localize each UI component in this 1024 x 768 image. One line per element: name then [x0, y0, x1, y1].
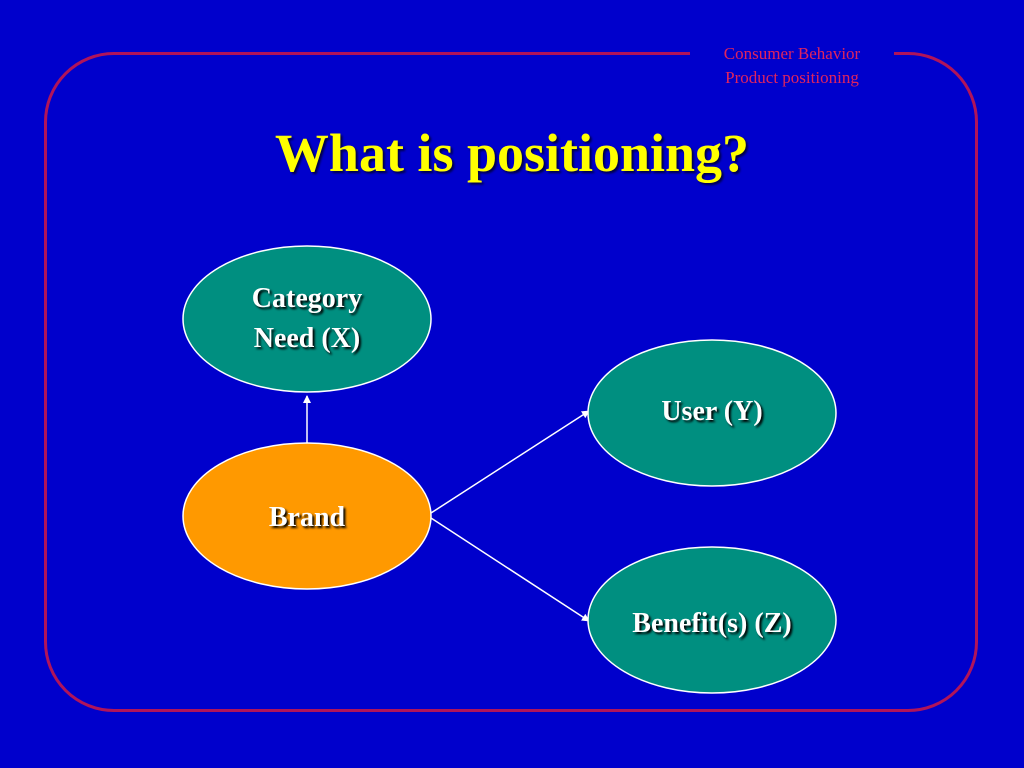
node-benefit-label: Benefit(s) (Z) — [632, 608, 792, 639]
node-benefit — [587, 546, 837, 694]
node-category-label: Category Need (X) — [187, 260, 427, 378]
arrow-brand-to-user — [430, 410, 590, 514]
node-user — [587, 339, 837, 487]
header-line-course: Consumer Behavior — [723, 44, 861, 63]
node-user-label: User (Y) — [661, 396, 763, 427]
slide-frame — [44, 52, 978, 712]
header-line-topic: Product positioning — [725, 68, 859, 87]
node-category-line2: Need (X) — [253, 323, 361, 354]
node-brand — [182, 442, 432, 590]
slide-title: What is positioning? — [274, 123, 750, 183]
header-note: Consumer Behavior Product positioning — [690, 42, 894, 90]
arrow-brand-to-benefit — [430, 517, 590, 622]
node-brand-label: Brand — [268, 502, 346, 533]
node-category-need — [182, 245, 432, 393]
node-category-line1: Category — [251, 283, 363, 314]
